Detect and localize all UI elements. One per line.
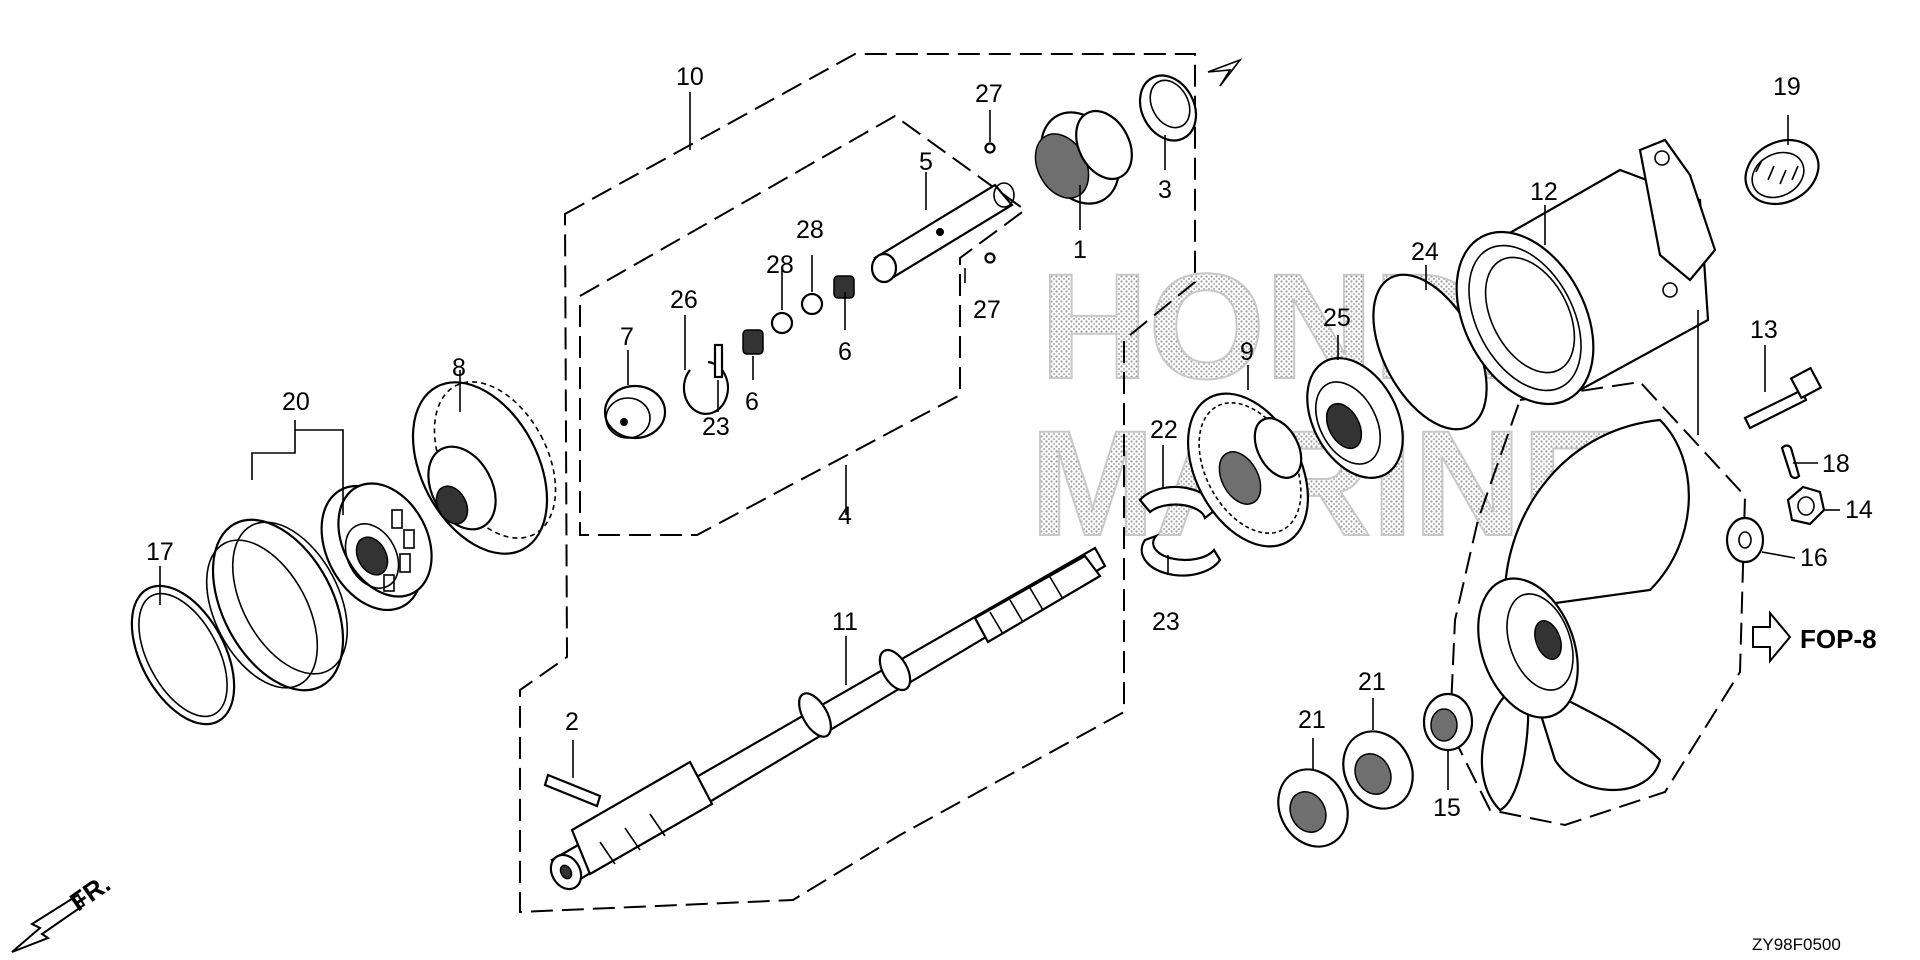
- callout-2: 2: [565, 708, 579, 736]
- callout-6a: 6: [838, 338, 852, 366]
- callout-14: 14: [1845, 496, 1873, 524]
- part-20-bearing-cup: [205, 518, 349, 692]
- callout-16: 16: [1800, 544, 1828, 572]
- direction-arrow-top: [1207, 58, 1243, 87]
- part-27-ball-a: [984, 142, 996, 154]
- part-28-ball-b: [800, 292, 824, 316]
- callout-22: 23: [702, 413, 730, 441]
- part-5-shift-rod: [870, 182, 1015, 284]
- part-27-ball-b: [984, 252, 996, 264]
- propeller: [1477, 418, 1690, 812]
- group-4-outline: [579, 114, 1027, 536]
- callout-11: 11: [832, 608, 858, 636]
- callout-23a: 21: [1358, 668, 1386, 696]
- callout-19: 19: [1773, 73, 1801, 101]
- callout-28a: 28: [796, 216, 824, 244]
- part-6-spring-a: [742, 329, 764, 355]
- part-28-ball-a: [770, 311, 794, 335]
- callout-28b: 28: [766, 251, 794, 279]
- callout-18: 18: [1822, 450, 1850, 478]
- reference-arrow: FOP-8: [1752, 610, 1877, 664]
- part-17-oring: [130, 584, 236, 726]
- part-13-bolt: [1743, 366, 1823, 430]
- reference-label: FOP-8: [1800, 624, 1877, 654]
- part-18-cotter-pin: [1780, 444, 1801, 480]
- part-2-pin: [543, 773, 602, 808]
- part-15-spacer: [1422, 692, 1474, 752]
- propeller-outline: [1448, 380, 1747, 827]
- part-23-seal-a: [1277, 768, 1349, 848]
- callout-23b: 21: [1298, 706, 1326, 734]
- callout-10: 10: [676, 63, 704, 91]
- callout-27b: 27: [973, 296, 1001, 324]
- callout-21a: 22: [1150, 416, 1178, 444]
- callout-25: 26: [670, 286, 698, 314]
- callout-7: 7: [620, 323, 634, 351]
- part-1-clutch: [1034, 110, 1133, 205]
- callout-27a: 27: [975, 80, 1003, 108]
- callout-9: 9: [1240, 338, 1254, 366]
- callout-15: 15: [1433, 794, 1461, 822]
- part-21-half-b: [1140, 533, 1222, 577]
- part-19-needle-bearing: [1744, 138, 1820, 206]
- callout-20: 20: [282, 388, 310, 416]
- callout-4: 4: [838, 502, 852, 530]
- callout-3: 3: [1158, 176, 1172, 204]
- callout-13: 13: [1750, 316, 1778, 344]
- part-12-gearcase-cap: [1455, 138, 1717, 406]
- part-7-plunger: [603, 384, 667, 440]
- part-16-washer: [1725, 516, 1765, 564]
- callout-5: 5: [919, 148, 933, 176]
- callout-24: 24: [1411, 238, 1439, 266]
- callout-8: 8: [452, 354, 466, 382]
- part-6-spring-b: [833, 275, 855, 299]
- part-9-bevel-gear: [1186, 392, 1310, 548]
- callout-12: 12: [1530, 178, 1558, 206]
- diagram-code: ZY98F0500: [1752, 935, 1841, 954]
- callouts: 10 1 3 4 5 27 27 6 6 28 28 26 23 7 8 20 …: [146, 63, 1873, 822]
- part-14-nut: [1786, 485, 1826, 526]
- fr-arrow: FR.: [11, 868, 116, 953]
- part-20-roller-bearing: [320, 482, 433, 612]
- group-10-outline: [519, 53, 1196, 914]
- part-26-ball-bearing: [1306, 357, 1404, 479]
- part-8-bevel-gear: [411, 381, 557, 555]
- part-23-seal-b: [1342, 730, 1414, 810]
- callout-17: 17: [146, 538, 174, 566]
- part-3-bushing: [1138, 74, 1198, 142]
- callout-6b: 6: [745, 388, 759, 416]
- callout-1: 1: [1073, 236, 1087, 264]
- callout-26: 25: [1323, 304, 1351, 332]
- part-11-propeller-shaft: [549, 546, 1107, 891]
- leader-lines: [159, 92, 1840, 790]
- part-22-pin: [713, 343, 724, 379]
- callout-21b: 23: [1152, 608, 1180, 636]
